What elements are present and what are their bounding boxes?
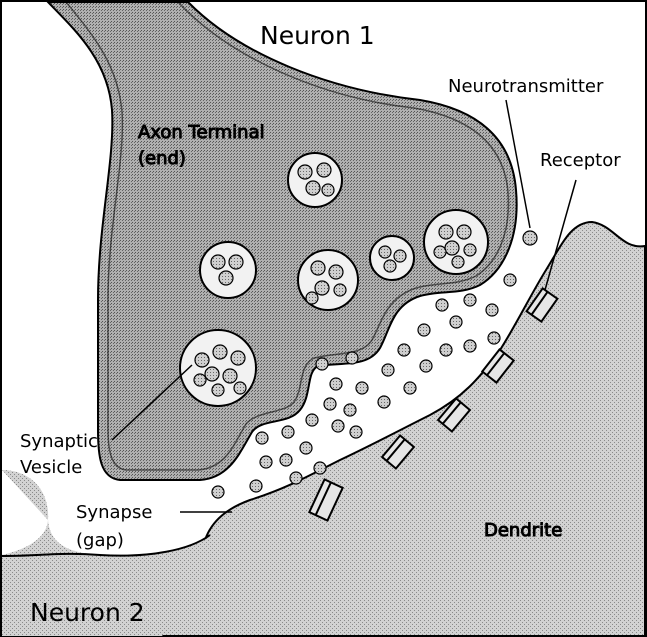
synaptic-vesicle [200,242,256,298]
label-receptor: Receptor [540,150,621,171]
label-neuron-2: Neuron 2 [30,598,145,627]
label-neuron-1: Neuron 1 [260,21,375,50]
label-synapse: Synapse [76,502,152,523]
synaptic-vesicle [370,236,414,280]
label-gap: (gap) [76,530,124,551]
label-neurotransmitter: Neurotransmitter [448,76,604,97]
label-dendrite: Dendrite [484,520,562,541]
label-axon-terminal: Axon Terminal [138,122,265,143]
label-synaptic: Synaptic [20,431,98,452]
label-axon-terminal-end: (end) [138,148,186,169]
synaptic-vesicle [288,153,342,207]
label-vesicle: Vesicle [20,457,82,478]
